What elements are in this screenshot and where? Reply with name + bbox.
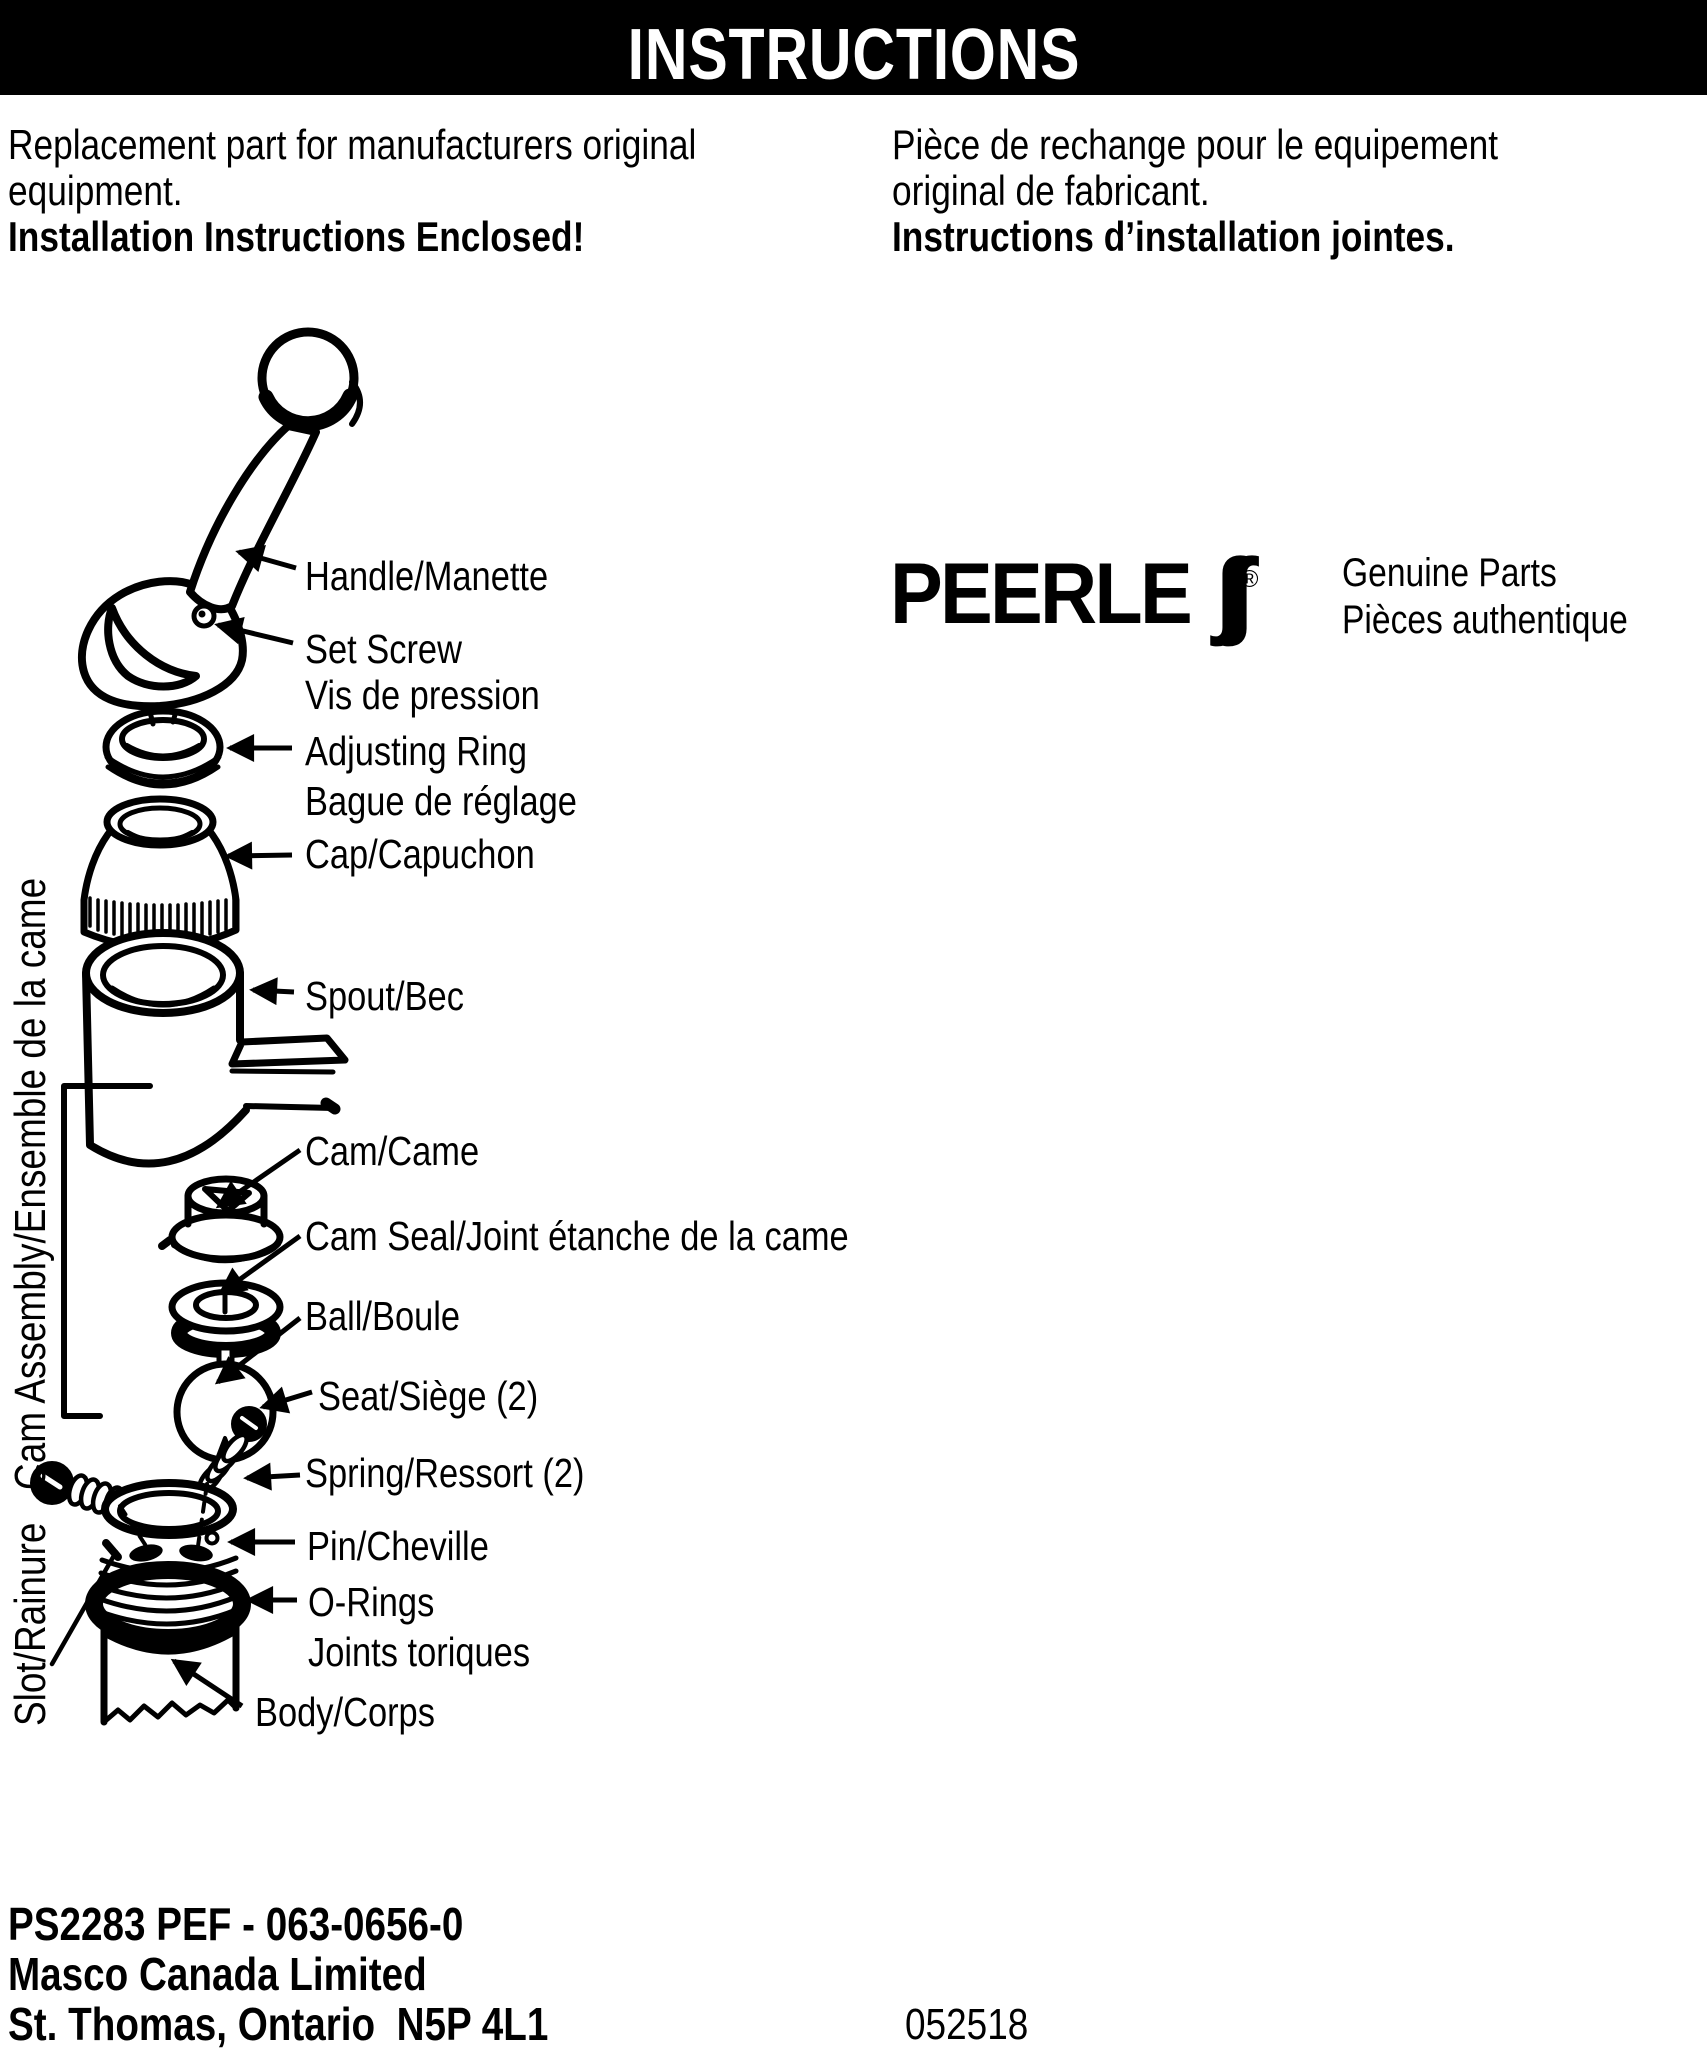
intro-en-line2: equipment. (8, 167, 183, 214)
arrow-set-screw (214, 617, 294, 646)
arrow-spout (249, 977, 295, 1006)
company-name: Masco Canada Limited (8, 1948, 427, 2000)
footer-block: PS2283 PEF - 063-0656-0 Masco Canada Lim… (8, 1899, 651, 2049)
intro-fr-bold: Instructions d’installation jointes. (892, 213, 1455, 260)
arrow-spring (243, 1462, 301, 1491)
pin-part (204, 1530, 220, 1546)
body-part (85, 1479, 251, 1726)
intro-fr-line1: Pièce de rechange pour le equipement (892, 121, 1499, 168)
label-set-screw: Set Screw Vis de pression (305, 626, 540, 718)
intro-en-bold: Installation Instructions Enclosed! (8, 213, 585, 260)
cam-assembly-bracket (61, 1083, 153, 1419)
o-rings-part (85, 1561, 251, 1647)
spout-part (82, 929, 349, 1168)
arrow-cam-seal (217, 1233, 302, 1296)
seat-parts (30, 1406, 267, 1505)
arrow-cam (215, 1147, 302, 1209)
company-address: St. Thomas, Ontario N5P 4L1 (8, 1998, 549, 2050)
registered-trademark-icon: ® (1240, 566, 1259, 593)
cam-seal-part (168, 1279, 284, 1358)
intro-french: Pièce de rechange pour le equipement ori… (892, 122, 1652, 260)
arrow-seat (259, 1386, 313, 1414)
arrow-cap (224, 841, 293, 870)
label-body: Body/Corps (255, 1689, 435, 1735)
peerless-logo: PEERLE∫∫® (890, 536, 1258, 646)
set-screw-part (191, 603, 217, 629)
label-pin: Pin/Cheville (307, 1523, 489, 1569)
intro-en-line1: Replacement part for manufacturers origi… (8, 121, 697, 168)
arrow-body (170, 1658, 244, 1709)
ball-part (173, 1345, 277, 1464)
part-number: PS2283 PEF - 063-0656-0 (8, 1898, 464, 1950)
label-spring: Spring/Ressort (2) (305, 1450, 585, 1496)
cam-part (158, 1175, 284, 1264)
label-adjusting-ring: Adjusting Ring Bague de réglage (305, 728, 577, 824)
arrow-handle (235, 545, 297, 572)
cap-part (80, 795, 240, 951)
label-cam: Cam/Came (305, 1128, 480, 1174)
arrow-ball (214, 1316, 302, 1385)
label-seat: Seat/Siège (2) (318, 1373, 539, 1419)
intro-english: Replacement part for manufacturers origi… (8, 122, 728, 260)
handle-part (77, 327, 363, 711)
slot-pointer-line (49, 1549, 119, 1667)
label-o-rings: O-Rings Joints toriques (308, 1579, 531, 1675)
header-bar: INSTRUCTIONS (0, 0, 1707, 95)
label-handle: Handle/Manette (305, 553, 549, 599)
brand-tagline: Genuine Parts Pièces authentique (1342, 550, 1682, 644)
callout-arrows (170, 545, 313, 1709)
label-cap: Cap/Capuchon (305, 831, 535, 877)
label-spout: Spout/Bec (305, 973, 464, 1019)
label-ball: Ball/Boule (305, 1293, 461, 1339)
logo-text: PEERLE (890, 546, 1193, 642)
label-cam-seal: Cam Seal/Joint étanche de la came (305, 1213, 849, 1259)
label-cam-assembly-vertical: Cam Assembly/Ensemble de la came (6, 877, 55, 1490)
tagline-fr: Pièces authentique (1342, 598, 1628, 642)
tagline-en: Genuine Parts (1342, 551, 1557, 595)
intro-fr-line2: original de fabricant. (892, 167, 1210, 214)
doc-code: 052518 (905, 2000, 1029, 2049)
label-slot-vertical: Slot/Rainure (6, 1522, 55, 1726)
adjusting-ring-part (102, 707, 224, 789)
page-title: INSTRUCTIONS (627, 15, 1080, 95)
